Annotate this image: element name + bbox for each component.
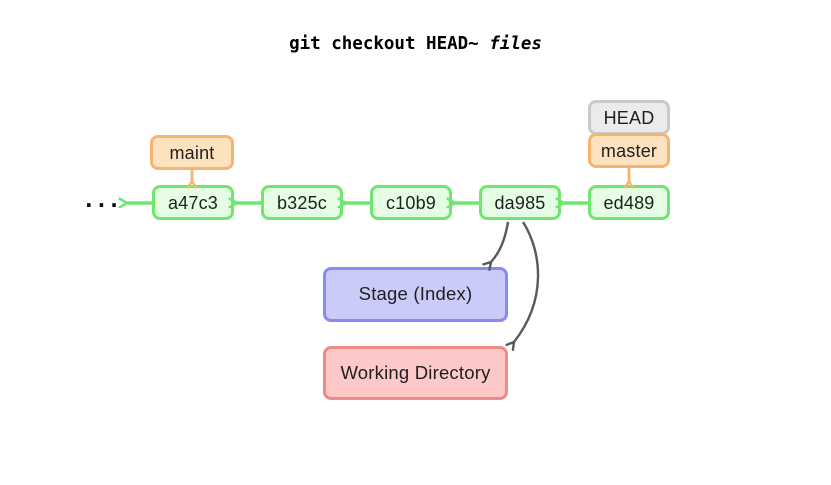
branch-label-maint-text: maint — [169, 142, 215, 163]
commit-node-a47c3: a47c3 — [152, 185, 234, 220]
branch-label-master: master — [588, 133, 670, 168]
stage-index-box: Stage (Index) — [323, 267, 508, 322]
title-command-emphasis: files — [489, 34, 542, 54]
title-command-text: git checkout HEAD~ — [289, 34, 490, 54]
head-label: HEAD — [588, 100, 670, 135]
branch-label-maint: maint — [150, 135, 234, 170]
history-ellipsis: ... — [85, 188, 123, 212]
diagram-title: git checkout HEAD~ files — [0, 34, 831, 54]
commit-id-text: b325c — [276, 192, 328, 213]
commit-node-ed489: ed489 — [588, 185, 670, 220]
working-directory-label: Working Directory — [340, 361, 491, 383]
branch-label-master-text: master — [600, 140, 658, 161]
commit-id-text: c10b9 — [385, 192, 437, 213]
stage-index-label: Stage (Index) — [358, 283, 473, 305]
commit-node-da985: da985 — [479, 185, 561, 220]
commit-node-c10b9: c10b9 — [370, 185, 452, 220]
arrow-da985-to-stage — [491, 221, 510, 262]
commit-id-text: ed489 — [603, 192, 655, 213]
commit-id-text: a47c3 — [167, 192, 219, 213]
arrow-da985-to-working-directory — [514, 221, 540, 342]
commit-id-text: da985 — [494, 192, 546, 213]
head-label-text: HEAD — [603, 107, 655, 128]
commit-node-b325c: b325c — [261, 185, 343, 220]
working-directory-box: Working Directory — [323, 346, 508, 400]
